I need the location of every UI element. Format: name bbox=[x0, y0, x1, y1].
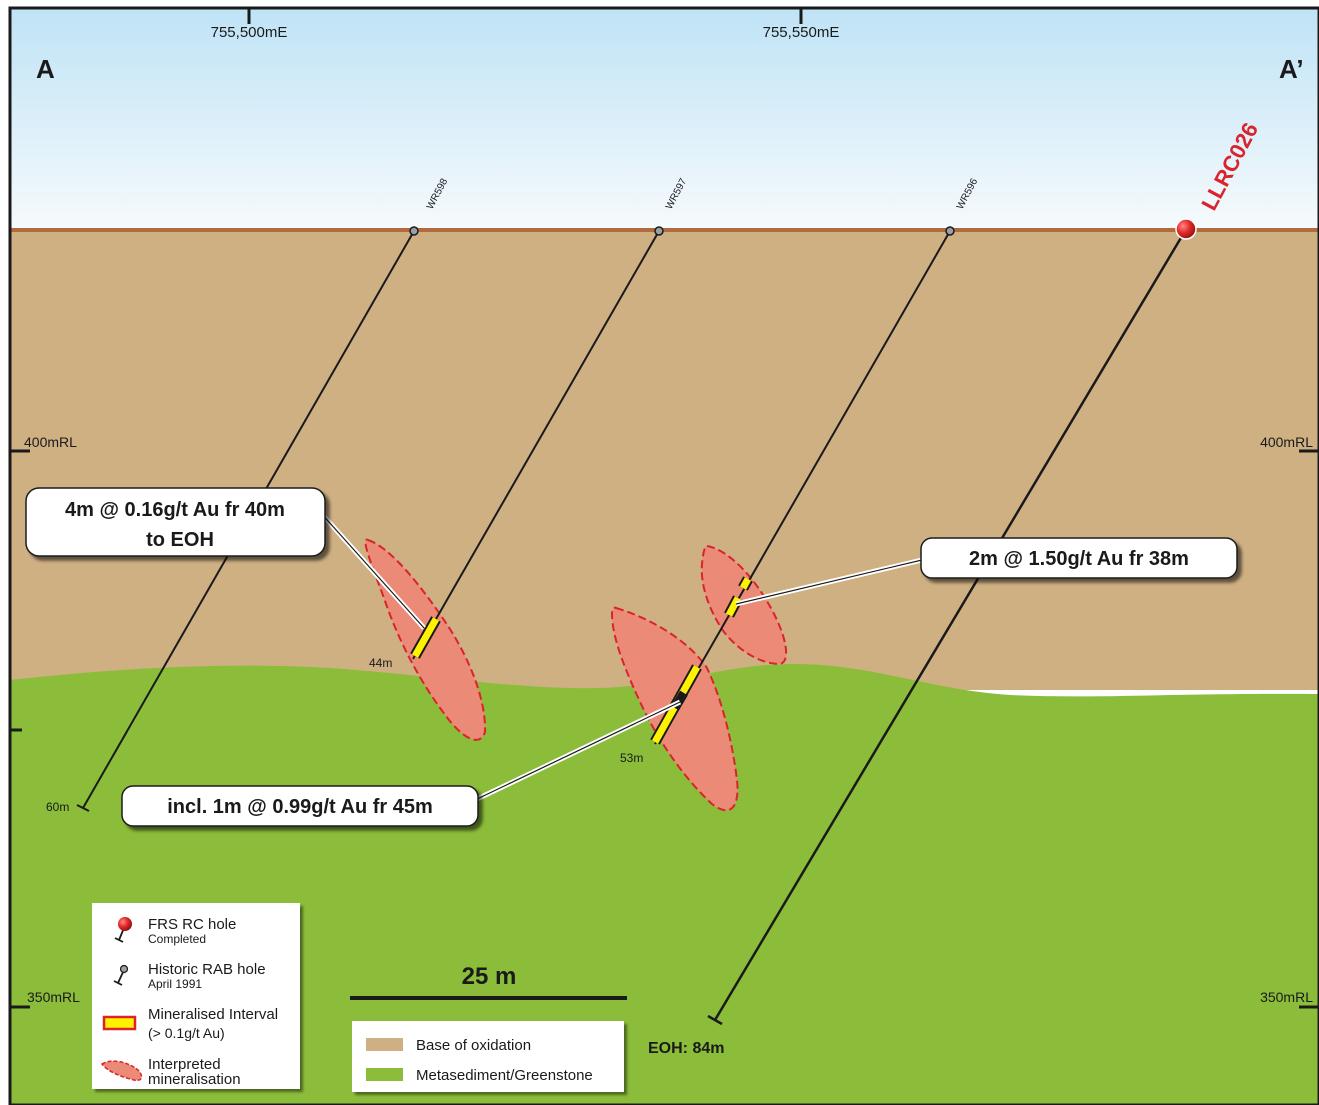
legend-rab-hole-icon bbox=[119, 964, 129, 974]
legend-min-title: Mineralised Interval bbox=[148, 1006, 278, 1023]
legend-interp-line2: mineralisation bbox=[148, 1071, 241, 1088]
oxidised-zone bbox=[10, 230, 1319, 690]
depth-label-wr597: 44m bbox=[369, 656, 392, 670]
legend-frs-hole-icon-tick bbox=[114, 937, 124, 943]
legend-rab-hole-icon-tick bbox=[113, 980, 123, 986]
section-end-left: A bbox=[36, 54, 55, 84]
legend-greenstone-label: Metasediment/Greenstone bbox=[416, 1067, 593, 1084]
callout-leader-3 bbox=[473, 699, 682, 803]
callout-1-line1: 4m @ 0.16g/t Au fr 40m bbox=[65, 499, 285, 521]
legend-frs-sub: Completed bbox=[148, 932, 206, 946]
greenstone-zone bbox=[10, 663, 1319, 1105]
depth-label-wr596: 53m bbox=[620, 751, 643, 765]
callout-2-text: 2m @ 1.50g/t Au fr 38m bbox=[969, 548, 1189, 570]
legend-symbols: FRS RC hole Completed Historic RAB hole … bbox=[92, 903, 300, 1089]
legend-interp-line1: Interpreted bbox=[148, 1056, 221, 1073]
rl-400-left: 400mRL bbox=[24, 434, 77, 450]
callout-leader-2 bbox=[735, 557, 923, 607]
rl-350-left: 350mRL bbox=[27, 989, 80, 1005]
legend-greenstone-swatch bbox=[366, 1068, 403, 1081]
easting-label-1: 755,500mE bbox=[211, 24, 288, 41]
legend-rab-sub: April 1991 bbox=[148, 977, 202, 991]
legend-mineralisation-icon bbox=[100, 1060, 143, 1082]
drillhole-end-wr598 bbox=[76, 804, 90, 812]
depth-label-wr598: 60m bbox=[46, 800, 69, 814]
interval-wr597 bbox=[410, 616, 441, 659]
legend-oxidation-swatch bbox=[366, 1038, 403, 1051]
legend-oxidation-label: Base of oxidation bbox=[416, 1037, 531, 1054]
rl-400-right: 400mRL bbox=[1260, 434, 1313, 450]
collar-wr598 bbox=[409, 226, 419, 236]
collar-wr596 bbox=[945, 226, 955, 236]
mineralisation-body-east bbox=[700, 544, 788, 666]
interval-wr596-upper bbox=[724, 576, 753, 618]
sky bbox=[10, 8, 1319, 230]
scale-bar-label: 25 m bbox=[462, 963, 517, 990]
legend-frs-title: FRS RC hole bbox=[148, 916, 236, 933]
callout-box-1: 4m @ 0.16g/t Au fr 40m to EOH bbox=[25, 487, 326, 557]
collar-llrc026 bbox=[1175, 218, 1197, 240]
legend-frs-hole-icon bbox=[118, 917, 132, 931]
callout-leader-1 bbox=[318, 510, 426, 630]
rl-350-right: 350mRL bbox=[1260, 989, 1313, 1005]
callout-3-text: incl. 1m @ 0.99g/t Au fr 45m bbox=[167, 796, 433, 818]
drillhole-trace-llrc026 bbox=[713, 230, 1187, 1021]
legend-units: Base of oxidation Metasediment/Greenston… bbox=[352, 1021, 624, 1092]
drillhole-trace-wr596 bbox=[654, 230, 951, 745]
legend-min-sub: (> 0.1g/t Au) bbox=[148, 1025, 225, 1041]
collar-wr597 bbox=[654, 226, 664, 236]
callout-box-2: 2m @ 1.50g/t Au fr 38m bbox=[920, 537, 1238, 579]
callout-1-line2: to EOH bbox=[146, 529, 214, 551]
drillhole-trace-wr597 bbox=[412, 230, 660, 660]
legend-interval-icon bbox=[102, 1015, 137, 1031]
easting-label-2: 755,550mE bbox=[763, 24, 840, 41]
drillhole-end-llrc026 bbox=[707, 1014, 723, 1026]
legend-rab-title: Historic RAB hole bbox=[148, 961, 266, 978]
eoh-label-llrc026: EOH: 84m bbox=[648, 1040, 724, 1057]
frame bbox=[8, 6, 1319, 1105]
callout-box-3: incl. 1m @ 0.99g/t Au fr 45m bbox=[121, 785, 479, 827]
section-end-right: A’ bbox=[1279, 54, 1304, 84]
